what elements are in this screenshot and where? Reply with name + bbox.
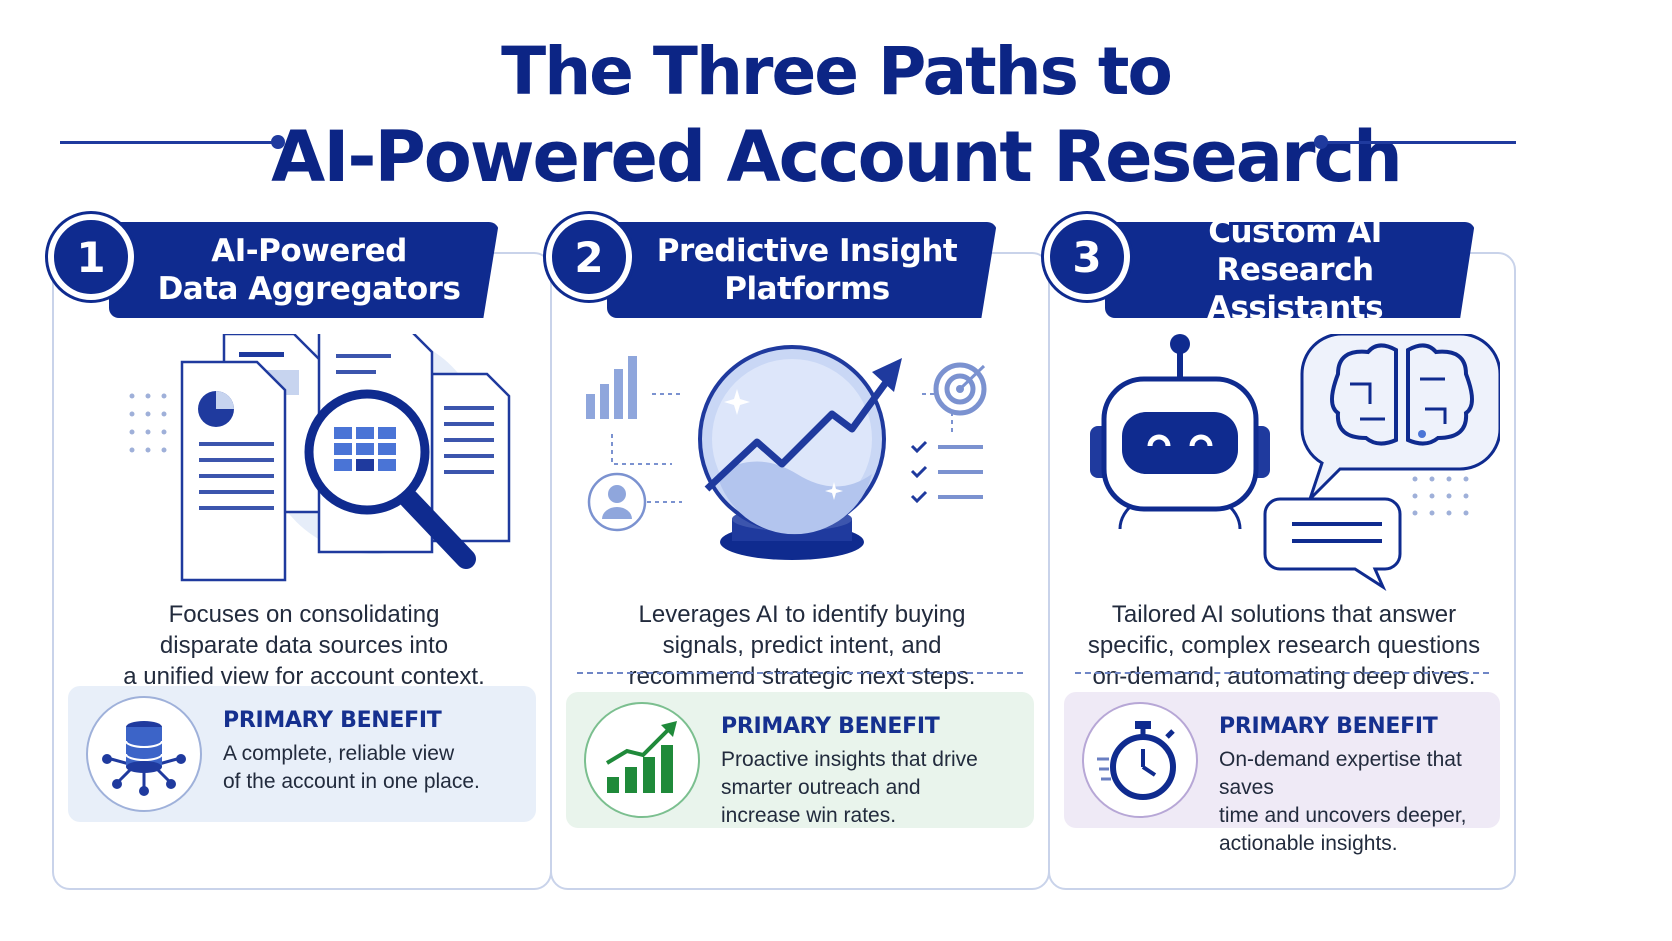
number-badge: 2 [546,214,632,300]
page-title-line-1: The Three Paths to [501,33,1173,110]
path-card-3: Custom AI Research Assistants 3 [1044,214,1516,890]
card-header: Predictive Insight Platforms [607,222,997,318]
card-heading-line-1: Predictive Insight [656,233,958,269]
number-badge-text: 3 [1072,232,1102,282]
benefit-title: PRIMARY BENEFIT [1219,714,1438,739]
database-network-icon [86,696,202,812]
title-divider-left-dot [271,135,285,149]
card-heading-line-2: Research Assistants [1206,252,1384,326]
page-title: The Three Paths to AI-Powered Account Re… [0,30,1672,200]
card-heading: Custom AI Research Assistants [1145,214,1445,326]
robot-brain-icon [1070,332,1502,604]
title-divider-right-dot [1314,135,1328,149]
card-description-line-1: Leverages AI to identify buying [638,601,966,628]
benefit-line-1: A complete, reliable view [223,742,455,765]
crystal-ball-trend-icon [572,334,1032,604]
path-card-1: AI-Powered Data Aggregators 1 [48,214,552,890]
card-heading-line-2: Platforms [724,271,890,307]
stopwatch-icon [1082,702,1198,818]
card-header: Custom AI Research Assistants [1105,222,1475,318]
card-description-line-2: specific, complex research questions [1087,632,1481,659]
benefit-line-2: time and uncovers deeper, [1219,804,1467,827]
benefit-line-2: smarter outreach and [721,776,921,799]
documents-magnifier-icon [74,322,534,604]
card-description-line-3: recommend strategic next steps. [628,663,976,690]
card-description-line-1: Focuses on consolidating [168,601,440,628]
growth-chart-icon [584,702,700,818]
title-divider-right [1326,141,1516,144]
card-description-line-1: Tailored AI solutions that answer [1111,601,1457,628]
benefit-line-3: increase win rates. [721,804,897,827]
card-header: AI-Powered Data Aggregators [109,222,499,318]
title-divider-left [60,141,276,144]
benefit-panel: PRIMARY BENEFIT Proactive insights that … [566,692,1034,828]
card-description-line-3: on-demand, automating deep dives. [1092,663,1476,690]
card-description: Tailored AI solutions that answer specif… [1070,599,1498,692]
number-badge: 1 [48,214,134,300]
card-description: Leverages AI to identify buying signals,… [572,599,1032,692]
card-heading: AI-Powered Data Aggregators [158,232,461,308]
card-description-line-3: a unified view for account context. [123,663,485,690]
benefit-text: On-demand expertise that saves time and … [1219,746,1509,858]
benefit-text: A complete, reliable view of the account… [223,740,523,796]
benefit-panel: PRIMARY BENEFIT On-demand expertise that… [1064,692,1500,855]
card-description-line-2: disparate data sources into [159,632,449,659]
card-heading-line-2: Data Aggregators [157,271,461,307]
number-badge: 3 [1044,214,1130,300]
card-description: Focuses on consolidating disparate data … [74,599,534,692]
card-divider [577,672,1023,674]
card-heading-line-1: AI-Powered [211,233,407,269]
benefit-line-1: On-demand expertise that saves [1219,748,1462,799]
benefit-panel: PRIMARY BENEFIT A complete, reliable vie… [68,686,536,822]
card-heading: Predictive Insight Platforms [656,232,958,308]
page-title-line-2: AI-Powered Account Research [271,116,1403,198]
number-badge-text: 2 [574,232,604,282]
card-description-line-2: signals, predict intent, and [662,632,942,659]
benefit-title: PRIMARY BENEFIT [721,714,940,739]
number-badge-text: 1 [76,232,106,282]
benefit-title: PRIMARY BENEFIT [223,708,442,733]
benefit-line-3: actionable insights. [1219,832,1398,855]
benefit-line-1: Proactive insights that drive [721,748,978,771]
card-heading-line-1: Custom AI [1208,214,1382,250]
benefit-line-2: of the account in one place. [223,770,480,793]
card-divider [1075,672,1489,674]
path-card-2: Predictive Insight Platforms 2 [546,214,1050,890]
benefit-text: Proactive insights that drive smarter ou… [721,746,1021,830]
